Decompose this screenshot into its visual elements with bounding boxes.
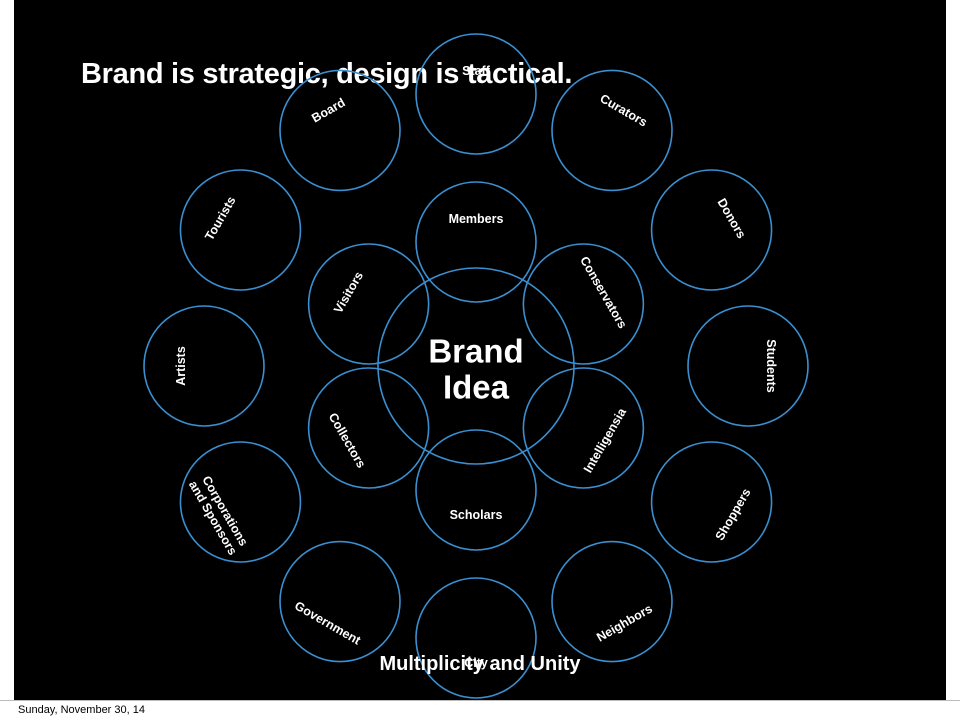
ring-members — [415, 181, 537, 303]
label-members: Members — [449, 212, 504, 226]
ring-artists — [143, 305, 265, 427]
ring-conservators — [522, 243, 645, 365]
ring-scholars — [415, 429, 537, 551]
ring-students — [687, 305, 809, 427]
label-conservators: Conservators — [577, 254, 629, 331]
brand-idea-diagram: StaffCuratorsDonorsStudentsShoppersNeigh… — [143, 33, 809, 699]
label-staff: Staff — [462, 64, 491, 78]
ring-collectors — [307, 367, 430, 489]
diagram-caption: Multiplicity and Unity — [379, 653, 581, 675]
ring-curators — [551, 69, 673, 192]
label-tourists: Tourists — [202, 194, 238, 243]
slide: Brand is strategic, design is tactical. … — [14, 0, 946, 700]
slide-title: Brand is strategic, design is tactical. — [81, 58, 573, 90]
label-shoppers: Shoppers — [713, 486, 754, 543]
label-collectors: Collectors — [326, 410, 369, 470]
label-donors: Donors — [715, 196, 749, 241]
label-scholars: Scholars — [450, 508, 503, 522]
ring-brand-idea — [377, 267, 575, 465]
ring-neighbors — [551, 540, 673, 663]
label-board: Board — [309, 95, 347, 125]
ring-city — [415, 577, 537, 699]
ring-intelligensia — [522, 367, 645, 489]
label-curators: Curators — [597, 91, 649, 129]
label-corporations-and-sponsors: Corporationsand Sponsors — [186, 471, 252, 557]
ring-staff — [415, 33, 537, 155]
ring-corporations-and-sponsors — [179, 441, 302, 563]
ring-government — [279, 540, 401, 663]
label-neighbors: Neighbors — [594, 602, 655, 645]
label-artists: Artists — [174, 346, 188, 386]
ring-board — [279, 69, 401, 192]
label-government: Government — [292, 599, 363, 648]
label-students: Students — [764, 339, 778, 393]
footer-date: Sunday, November 30, 14 — [18, 704, 145, 716]
ring-tourists — [179, 169, 302, 291]
footer-bar: Sunday, November 30, 14 — [0, 700, 960, 721]
label-intelligensia: Intelligensia — [581, 405, 630, 475]
label-city: City — [464, 656, 488, 670]
ring-donors — [650, 169, 773, 291]
ring-visitors — [307, 243, 430, 365]
ring-shoppers — [650, 441, 773, 563]
label-visitors: Visitors — [331, 269, 366, 316]
